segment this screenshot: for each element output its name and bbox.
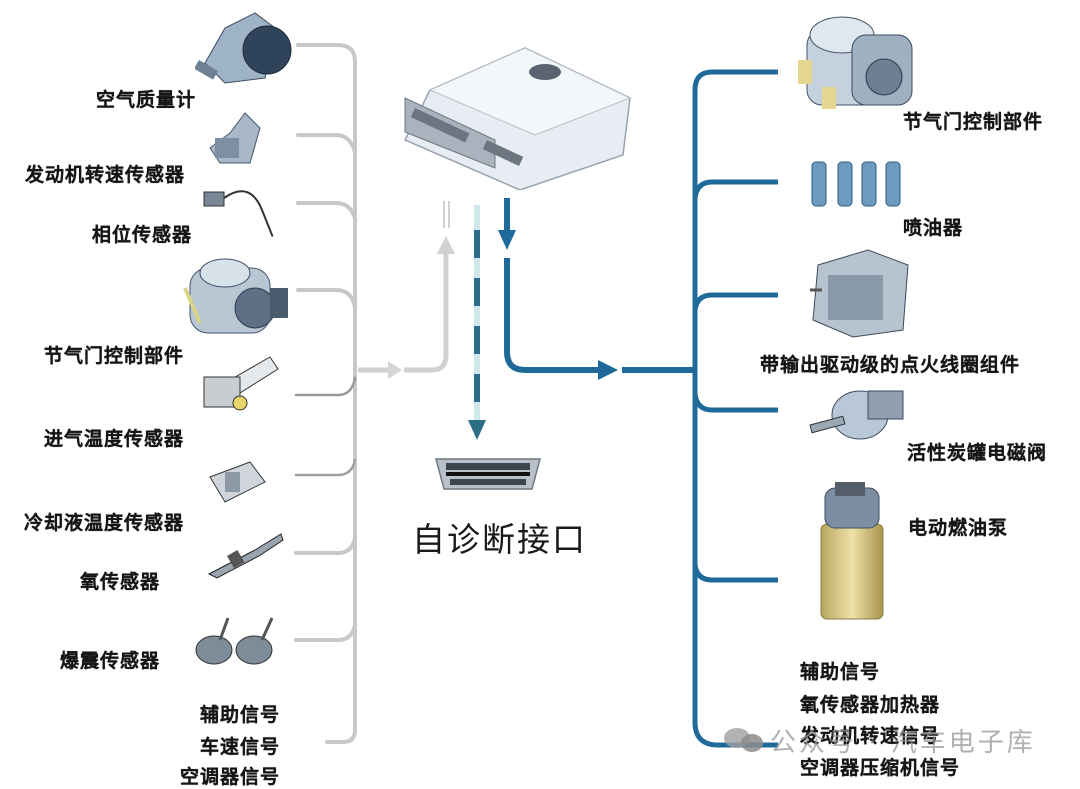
fuel-injectors-icon [811, 161, 901, 207]
watermark: 公众号 · 汽车电子库 [770, 728, 1036, 758]
throttle-body-output-icon [798, 16, 913, 109]
input-line-throttle [296, 288, 357, 310]
input-label-phase-sensor: 相位传感器 [92, 224, 193, 246]
throttle-body-input-icon [183, 258, 288, 334]
input-line-phase [296, 201, 357, 220]
output-bracket [692, 69, 778, 748]
phase-sensor-icon [203, 190, 274, 237]
input-label-engine-speed-sensor: 发动机转速传感器 [25, 164, 186, 186]
output-line-purge-valve [692, 393, 778, 413]
input-label-knock-sensor: 爆震传感器 [60, 650, 161, 672]
input-line-coolant [294, 458, 357, 477]
input-label-throttle-body: 节气门控制部件 [44, 345, 185, 367]
input-line-oxygen [294, 536, 357, 555]
air-mass-meter-icon [195, 12, 292, 84]
knock-sensor-icon [195, 617, 274, 665]
diagnostic-line [468, 205, 486, 440]
diagnostic-port-label: 自诊断接口 [412, 520, 587, 559]
canister-purge-valve-icon [809, 390, 904, 440]
input-label-oxygen-sensor: 氧传感器 [80, 571, 161, 593]
output-label-fuel-injectors: 喷油器 [903, 217, 964, 239]
output-label-ignition-coil: 带输出驱动级的点火线圈组件 [760, 354, 1021, 376]
input-extra-ac-signal: 空调器信号 [180, 766, 281, 788]
output-extra-engine-speed-signal: 发动机转速信号 [800, 725, 941, 747]
input-label-coolant-temp-sensor: 冷却液温度传感器 [24, 512, 185, 534]
output-line-injectors [692, 179, 778, 199]
wechat-icon [724, 728, 763, 752]
input-line-engine-speed [296, 133, 357, 154]
diagnostic-port-icon [435, 458, 541, 490]
ignition-coil-icon [810, 249, 909, 338]
output-line-throttle [692, 69, 778, 748]
input-line-knock [294, 623, 357, 642]
output-extra-aux-signal: 辅助信号 [800, 661, 881, 683]
output-extra-o2-heater: 氧传感器加热器 [800, 694, 941, 716]
engine-speed-sensor-icon [209, 112, 261, 164]
output-arrow [498, 198, 693, 380]
input-line-air-mass [296, 43, 357, 744]
output-label-purge-valve: 活性炭罐电磁阀 [907, 442, 1048, 464]
oxygen-sensor-icon [207, 533, 284, 579]
output-extra-ac-compressor-signal: 空调器压缩机信号 [800, 757, 961, 779]
fuel-pump-icon [820, 482, 884, 620]
input-bracket [294, 43, 357, 744]
output-label-fuel-pump: 电动燃油泵 [908, 517, 1009, 539]
input-label-air-mass-meter: 空气质量计 [96, 89, 197, 111]
output-label-throttle-body: 节气门控制部件 [903, 111, 1044, 133]
input-line-intake-temp [294, 376, 357, 397]
input-extra-speed-signal: 车速信号 [200, 736, 281, 758]
output-line-ignition [692, 292, 778, 311]
input-label-intake-temp-sensor: 进气温度传感器 [44, 428, 185, 450]
output-line-fuel-pump [692, 564, 778, 583]
intake-temp-sensor-icon [203, 356, 279, 411]
input-extra-aux-signal: 辅助信号 [200, 704, 281, 726]
input-arrow [358, 201, 455, 379]
coolant-temp-sensor-icon [209, 461, 266, 503]
ecu-icon [403, 47, 632, 190]
